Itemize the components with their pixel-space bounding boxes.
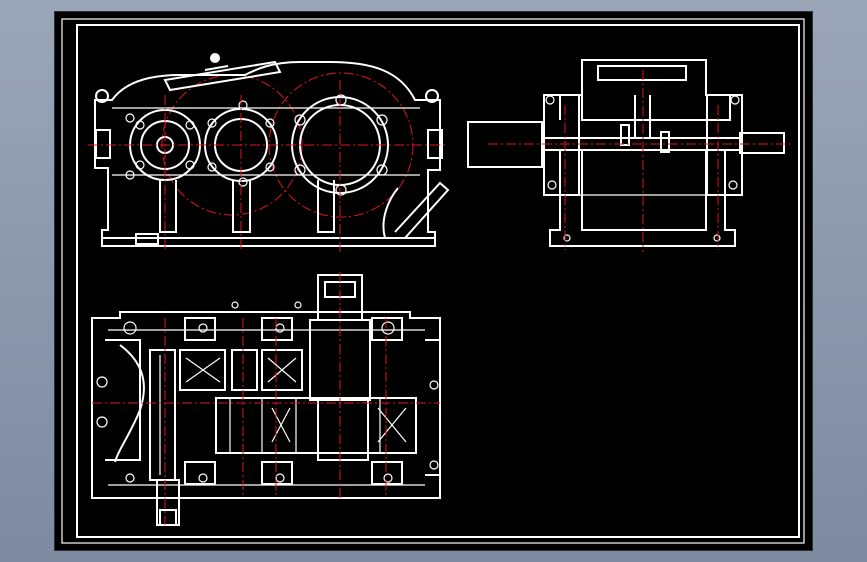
front-view (88, 53, 450, 252)
cad-drawing-viewport[interactable] (55, 12, 812, 550)
top-section-view (91, 272, 441, 526)
drawing-frame (61, 18, 805, 544)
side-view (467, 59, 790, 252)
cad-drawing-canvas[interactable] (55, 12, 812, 550)
